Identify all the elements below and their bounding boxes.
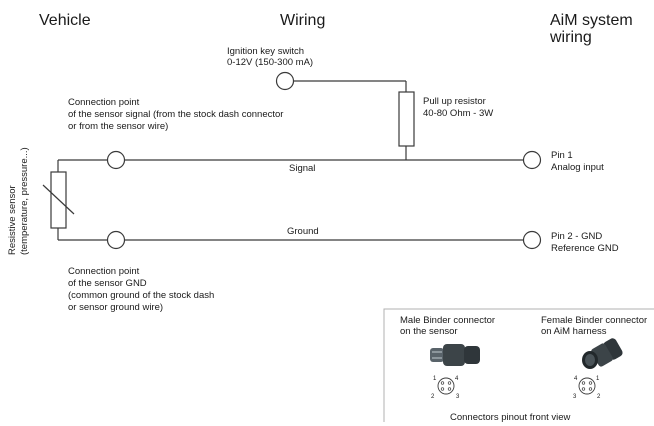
signal-connection-label-line2: of the sensor signal (from the stock das… — [68, 109, 284, 120]
male-pin-label-3: 3 — [456, 394, 460, 400]
pin1-label-line2: Analog input — [551, 162, 604, 173]
pin2-label-line2: Reference GND — [551, 243, 619, 254]
pin2-terminal — [522, 230, 542, 250]
signal-connection-label-line1: Connection point — [68, 97, 140, 108]
female-connector-label-line1: Female Binder connector — [541, 315, 648, 326]
male-connector-label-line1: Male Binder connector — [400, 315, 496, 326]
female-pin-label-4: 4 — [574, 376, 578, 382]
male-pin-label-4: 4 — [455, 376, 459, 382]
pullup-label-line2: 40-80 Ohm - 3W — [423, 108, 494, 119]
ignition-label-line1: Ignition key switch — [227, 46, 305, 57]
male-pin-label-2: 2 — [431, 394, 435, 400]
vehicle-header: Vehicle — [39, 12, 91, 29]
connectors-box — [383, 308, 654, 422]
pin2-label-line1: Pin 2 - GND — [551, 231, 603, 242]
ground-connection-label-line2: of the sensor GND — [68, 278, 147, 289]
wiring-header: Wiring — [280, 12, 326, 29]
pin1-label-line1: Pin 1 — [551, 150, 573, 161]
aim-header-line1: AiM system — [550, 12, 633, 29]
pullup-resistor — [398, 91, 415, 147]
male-connector-icon — [430, 344, 480, 366]
sensor-label-line2: (temperature, pressure...) — [18, 147, 30, 255]
female-pin-label-1: 1 — [596, 376, 600, 382]
aim-header-line2: wiring — [550, 29, 592, 46]
ground-wire-label: Ground — [287, 226, 319, 237]
signal-wire-label: Signal — [289, 163, 316, 174]
female-pinout-circle — [578, 377, 596, 395]
female-pin-label-2: 2 — [597, 394, 601, 400]
female-pin-label-3: 3 — [573, 394, 577, 400]
male-pinout-circle — [437, 377, 455, 395]
ground-connection-label-line1: Connection point — [68, 266, 140, 277]
female-connector-icon — [582, 338, 623, 369]
ground-connection-label-line3: (common ground of the stock dash — [68, 290, 215, 301]
sensor-label-line1: Resistive sensor — [7, 185, 18, 255]
sensor-resistor — [50, 171, 67, 229]
sensor-variable-arrow — [42, 184, 75, 215]
ignition-label-line2: 0-12V (150-300 mA) — [227, 57, 314, 68]
ground-connection-point — [106, 230, 126, 250]
signal-connection-point — [106, 150, 126, 170]
connectors-caption: Connectors pinout front view — [450, 412, 571, 423]
pullup-label-line1: Pull up resistor — [423, 96, 486, 107]
ignition-terminal — [275, 71, 295, 91]
female-connector-label-line2: on AiM harness — [541, 326, 607, 337]
male-connector-label-line2: on the sensor — [400, 326, 458, 337]
ground-connection-label-line4: or sensor ground wire) — [68, 302, 164, 313]
signal-connection-label-line3: or from the sensor wire) — [68, 121, 169, 132]
male-pin-label-1: 1 — [433, 376, 437, 382]
pin1-terminal — [522, 150, 542, 170]
